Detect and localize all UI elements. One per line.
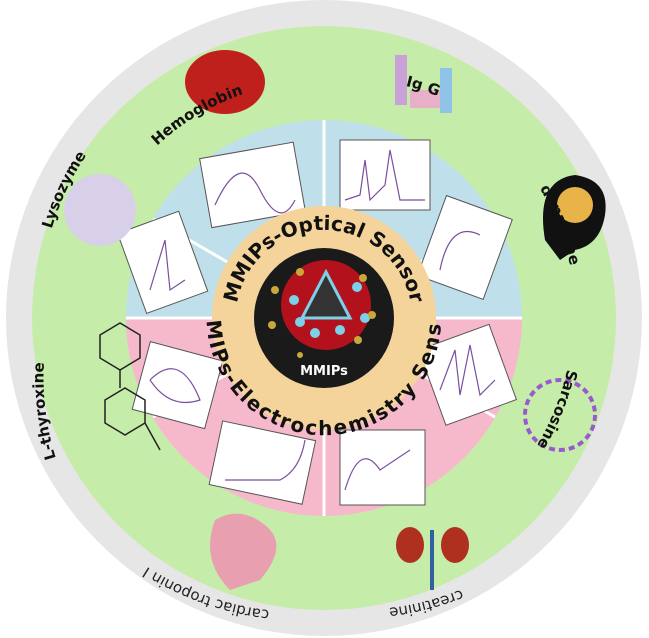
igg-image <box>395 55 452 113</box>
optical-plot-1 <box>199 141 306 229</box>
electro-plot-4 <box>417 323 518 426</box>
lysozyme-image <box>64 174 136 246</box>
optical-plot-2 <box>339 139 431 211</box>
l-thyroxine-structure <box>99 322 161 451</box>
electro-plot-3 <box>339 429 426 506</box>
sarcosine-protein-image <box>523 378 597 452</box>
sector-plots <box>116 139 518 506</box>
electro-plot-1 <box>131 341 224 430</box>
imprint-cavities <box>289 282 370 338</box>
optical-plot-3 <box>416 194 513 301</box>
electro-plot-2 <box>208 420 317 505</box>
plot-curves <box>149 149 496 491</box>
optical-plot-4 <box>116 210 209 314</box>
template-molecules <box>268 268 376 358</box>
heart-image <box>210 513 277 590</box>
brain-icon <box>557 187 593 223</box>
magnetic-core-icon <box>299 268 353 320</box>
kidney-image <box>396 527 469 590</box>
core-label: MMIPs <box>300 364 348 379</box>
hemoglobin-image <box>185 50 265 114</box>
